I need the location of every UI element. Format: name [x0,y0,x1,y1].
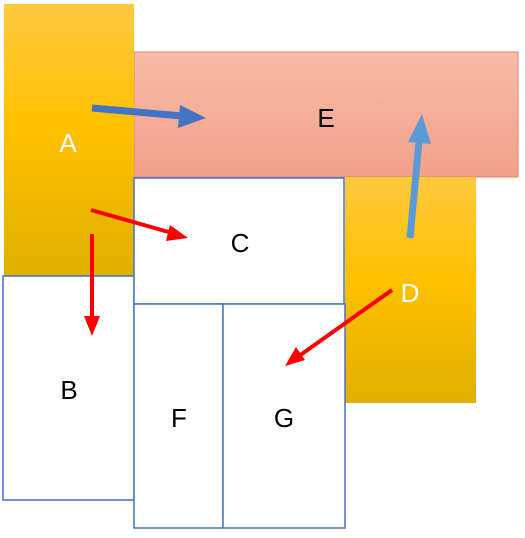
label-g: G [274,403,294,433]
label-c: C [231,228,250,258]
arrow-a-to-b [84,234,100,336]
label-b: B [60,375,77,405]
arrow-a-to-c [90,208,188,241]
label-d: D [401,278,420,308]
box-f [133,303,224,529]
label-a: A [59,128,77,158]
arrow-d-to-e [406,114,431,239]
label-f: F [171,403,187,433]
box-c [133,177,345,305]
arrow-d-to-g [285,288,394,366]
box-a [4,4,134,276]
arrow-a-to-e [91,104,206,128]
box-g [222,303,346,529]
label-e: E [317,103,334,133]
